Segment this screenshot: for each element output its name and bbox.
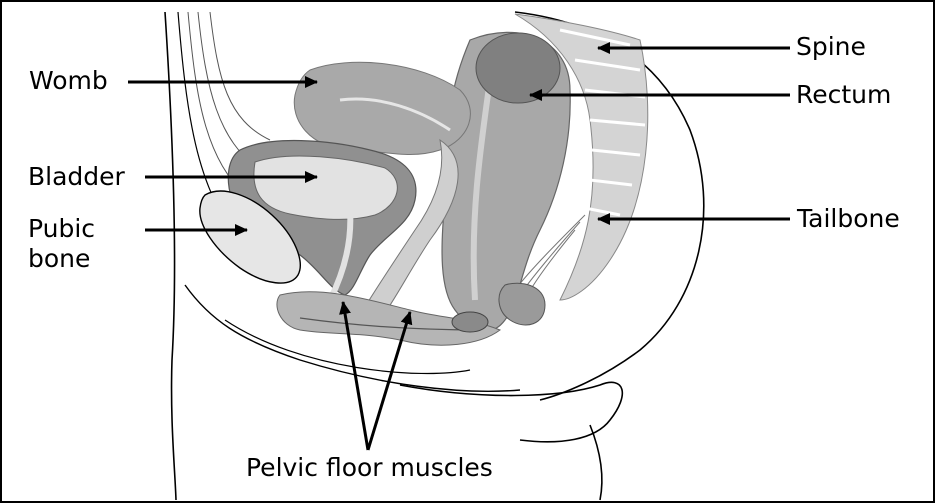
pubic-bone-label-line1: Pubic [28,214,95,244]
bladder-label: Bladder [28,162,125,192]
pubic-bone-label: Pubic bone [28,214,95,274]
pelvic-floor-muscles-label: Pelvic floor muscles [246,453,493,483]
pubic-bone-label-line2: bone [28,244,95,274]
tailbone-label: Tailbone [797,204,900,234]
rectum-label: Rectum [796,80,891,110]
body-outline-front [165,12,176,500]
thigh-outline [590,425,602,500]
womb-label: Womb [29,66,108,96]
womb-shape [294,62,470,154]
spine-label: Spine [796,32,866,62]
rectum-top [476,33,560,103]
